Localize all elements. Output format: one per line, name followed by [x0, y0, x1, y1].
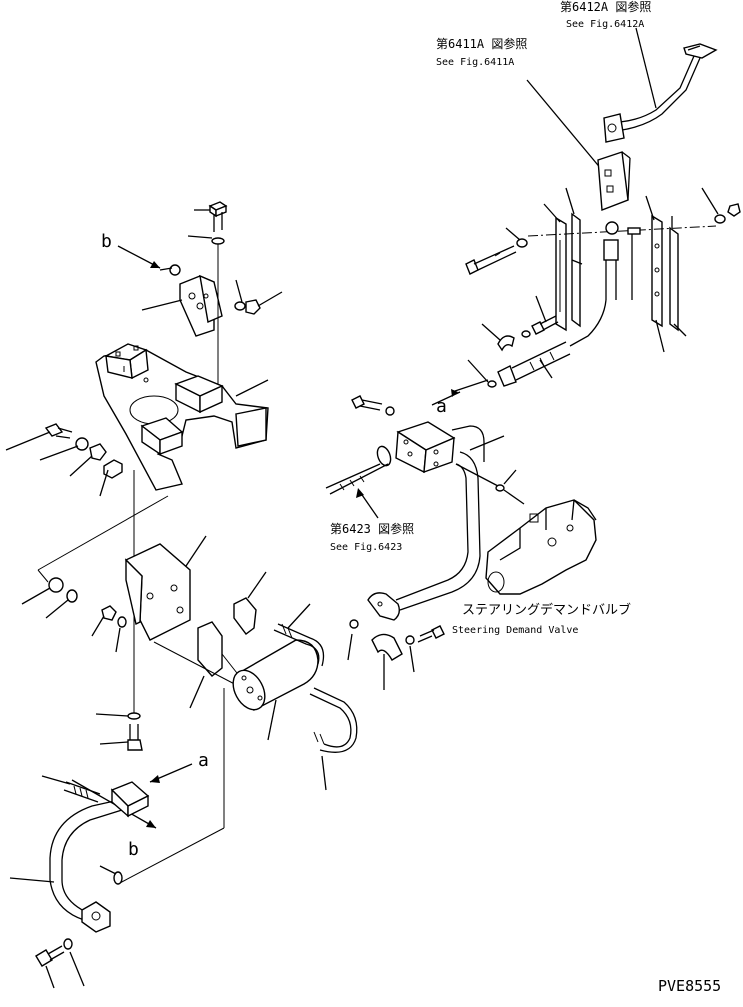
pilot-hose-assembly [603, 27, 718, 143]
u-bolt-top [273, 623, 325, 667]
washer-lower-b [66, 589, 78, 603]
washer-flange [385, 406, 395, 416]
washer-top-right [714, 214, 726, 224]
hose-fitting-6423 [325, 445, 392, 495]
fig-6411a-ref-en: See Fig.6411A [436, 57, 514, 68]
u-bolt-bottom [309, 687, 358, 753]
marker-b-bottom: b [128, 839, 139, 860]
fig-6423-ref-jp: 第6423 図参照 [330, 521, 414, 536]
valve-pointer-a [451, 379, 489, 393]
bolt-vertical-top [208, 201, 228, 232]
leader-right-b [409, 645, 415, 673]
leader-valve-b [503, 489, 525, 505]
pipe-flange-top [110, 781, 150, 818]
washer-top-left [516, 238, 528, 248]
leaders-left-top [5, 209, 283, 497]
spacer-side-left [103, 459, 123, 479]
threaded-fitting [497, 341, 571, 387]
marker-b-top-arrowhead [150, 261, 160, 268]
axis-line-top [527, 225, 717, 237]
accumulator-cylinder [232, 639, 319, 712]
washer-lower-c [117, 616, 127, 628]
leaders-top-cluster [467, 187, 719, 383]
bolt-vertical-bottom [127, 724, 143, 751]
pipe-flange-block [395, 421, 456, 474]
washer-vertical-bottom [127, 712, 141, 720]
leaders-cylinder [267, 603, 353, 791]
marker-b-bottom-arrowhead [146, 820, 156, 828]
nut-lower [101, 605, 117, 621]
o-ring-bottom [113, 871, 123, 885]
leaders-left-bottom [21, 535, 267, 745]
bolt-bottom [35, 945, 65, 967]
leader-pipe-top [469, 435, 505, 451]
bracket-plates-left [555, 212, 581, 332]
washer-bracket [234, 301, 246, 311]
bolt-top-long [465, 245, 517, 275]
drawing-number: PVE8555 [658, 977, 721, 995]
marker-a-top-arrowhead [451, 389, 458, 397]
bolt-side-left [44, 423, 73, 439]
connector-line-a [37, 495, 169, 571]
connector-line-b [37, 569, 49, 583]
connector-line-c [153, 641, 247, 691]
marker-a-top: a [436, 396, 447, 417]
washer-vertical-top [211, 237, 225, 245]
leaders-bottom-left [9, 775, 85, 989]
pipe-bottom [49, 797, 129, 921]
o-ring-pipe [349, 619, 359, 629]
washer-bottom [63, 938, 73, 950]
o-ring-valve [495, 484, 505, 492]
marker-a-bottom: a [198, 750, 209, 771]
mounting-bracket-lower [124, 543, 191, 641]
plug-b-top [169, 264, 181, 276]
nut-side-left [89, 443, 107, 461]
clamp-half-b [197, 621, 223, 677]
hose-clamp-bolt [63, 781, 101, 803]
washer-right [405, 635, 415, 645]
bracket-plates-right [651, 214, 679, 332]
washer-small [521, 330, 531, 338]
clamp-half-a [233, 597, 257, 635]
bolt-right [417, 625, 445, 643]
washer-side-left [75, 437, 89, 451]
marker-a-bottom-arrowhead [150, 775, 160, 783]
fig-6423-ref-en: See Fig.6423 [330, 542, 402, 553]
steering-demand-valve-label-en: Steering Demand Valve [452, 625, 578, 636]
pipe-flange-lower [367, 592, 401, 621]
fig-6411a-ref-jp: 第6411A 図参照 [436, 36, 527, 51]
fig-6412a-ref-en: See Fig.6412A [566, 19, 644, 30]
nut-bracket [245, 299, 261, 315]
bolt-flange [351, 395, 383, 411]
marker-b-top: b [101, 231, 112, 252]
frame-support [95, 343, 269, 491]
steering-demand-valve-label-jp: ステアリングデマンドバルブ [462, 602, 631, 618]
leader-valve-a [455, 463, 499, 487]
nut-top-right [727, 203, 741, 217]
leader-oring-top [503, 469, 517, 485]
steering-demand-valve [485, 499, 597, 595]
leader-oring-bottom [99, 865, 117, 875]
connector-line-f [117, 827, 225, 885]
pipe-flange-bottom [81, 901, 111, 933]
pressure-switch [569, 221, 641, 347]
clamp-right [371, 633, 403, 661]
o-ring-fitting [487, 380, 497, 388]
washer-lower-a [48, 577, 64, 593]
solenoid-valve-block [597, 151, 631, 211]
leader-fig-6411a [526, 79, 603, 171]
leader-fig-6423 [359, 491, 379, 519]
clamp-small [497, 335, 515, 352]
fig-6412a-ref-jp: 第6412A 図参照 [560, 0, 651, 14]
small-bolt [531, 315, 559, 335]
leader-fig-6423-arrowhead [356, 488, 364, 498]
mounting-bracket-top [179, 274, 223, 337]
